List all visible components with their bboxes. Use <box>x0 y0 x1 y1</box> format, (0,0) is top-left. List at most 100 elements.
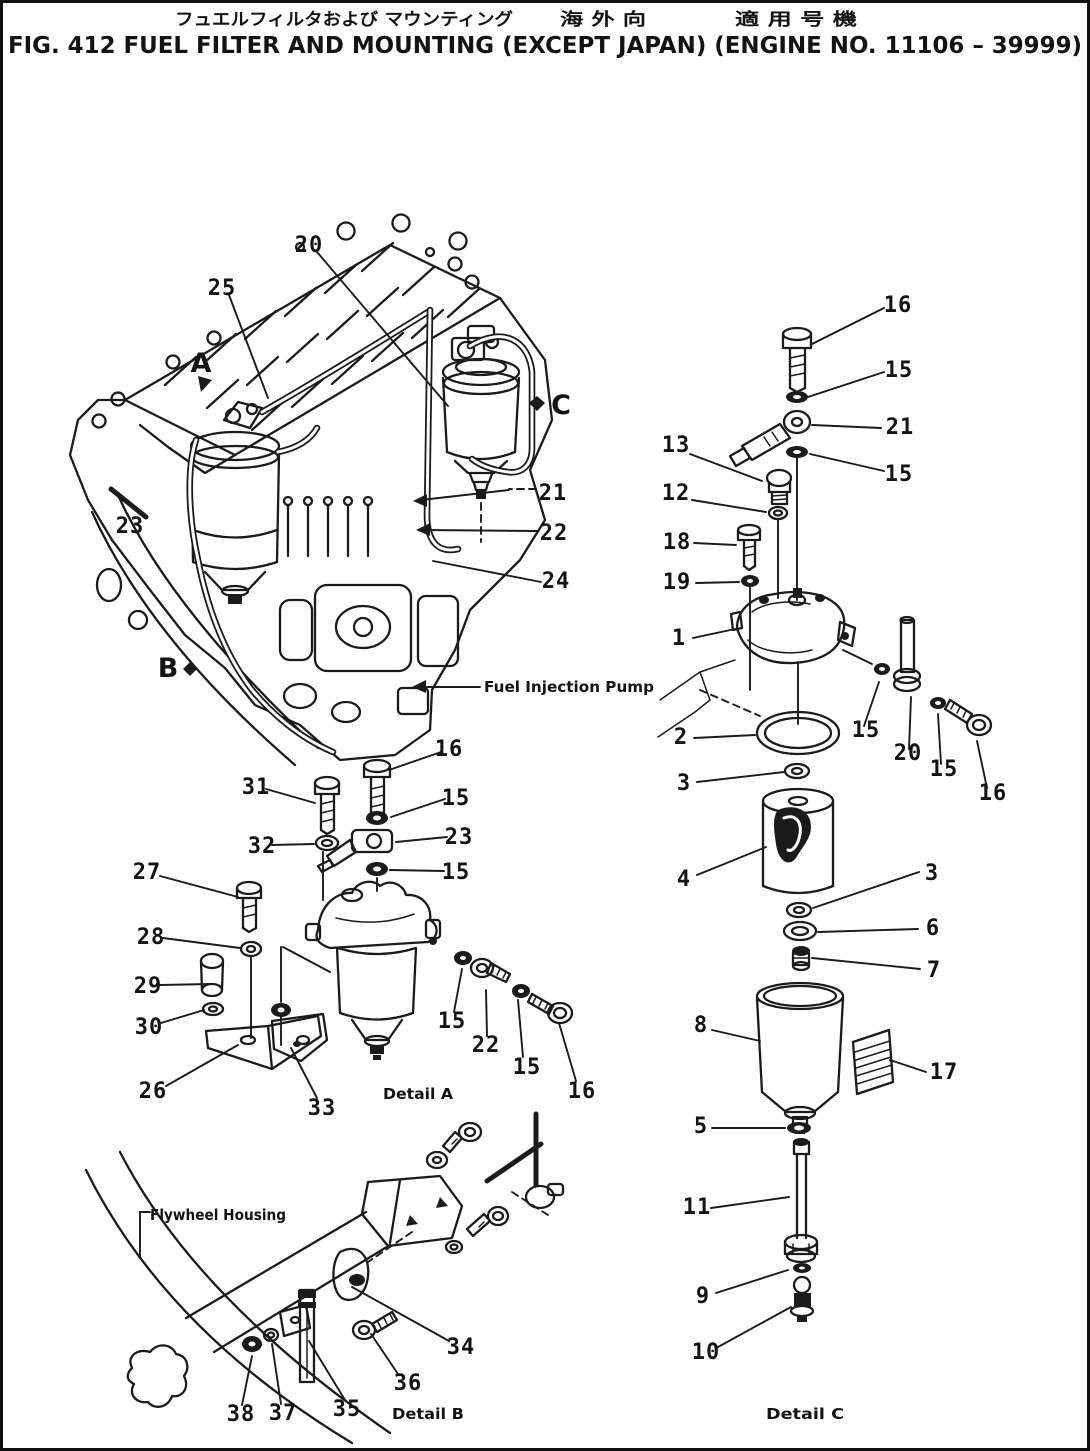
callout-6: 6 <box>926 916 940 941</box>
fuel-pipes <box>186 306 536 756</box>
bracket-part26 <box>204 1014 323 1071</box>
bracket-part33 <box>270 1012 329 1063</box>
view-b-arrow <box>183 662 197 676</box>
bolt-part31 <box>313 775 341 836</box>
detail-a-label: Detail A <box>383 1085 453 1103</box>
leader-lines <box>108 251 988 1406</box>
callout-30: 30 <box>135 1015 164 1040</box>
callout-17: 17 <box>930 1060 959 1085</box>
callout-20-b: 20 <box>894 741 923 766</box>
ring-part3-b <box>785 901 813 919</box>
callout-20-engine: 20 <box>295 233 324 258</box>
callout-15-f: 15 <box>885 462 914 487</box>
plug-part13 <box>765 468 793 506</box>
callouts: 20 25 23 21 22 24 A B C Fuel Injection P… <box>116 233 1008 1427</box>
callout-28: 28 <box>137 925 166 950</box>
callout-21-b: 21 <box>886 415 915 440</box>
title-japanese: フュエルフィルタおよび マウンティング <box>175 9 513 30</box>
clamp-part34 <box>332 1247 370 1302</box>
callout-12: 12 <box>662 481 691 506</box>
head-bolts <box>91 213 480 429</box>
callout-13: 13 <box>662 433 691 458</box>
callout-4: 4 <box>677 867 691 892</box>
fuel-injection-pump-label: Fuel Injection Pump <box>484 678 654 696</box>
bolt-part36 <box>351 1310 399 1341</box>
ring-part3-a <box>783 762 811 780</box>
callout-25: 25 <box>208 276 237 301</box>
callout-27: 27 <box>133 860 162 885</box>
callout-16-c: 16 <box>884 293 913 318</box>
washer-part37 <box>262 1327 280 1343</box>
engine-assembly-drawing <box>68 213 554 767</box>
callout-16-a: 16 <box>435 737 464 762</box>
callout-8: 8 <box>694 1013 708 1038</box>
washer-part32 <box>314 834 340 852</box>
mounting-hardware-right <box>454 951 574 1025</box>
callout-10: 10 <box>692 1340 721 1365</box>
callout-9: 9 <box>696 1284 710 1309</box>
detail-a-assembly-drawing <box>199 758 574 1071</box>
view-c-arrow <box>529 396 545 411</box>
callout-7: 7 <box>927 958 941 983</box>
callout-22-b: 22 <box>472 1033 501 1058</box>
callout-32: 32 <box>248 834 277 859</box>
title-japanese-serial: 適 用 号 機 <box>735 9 857 30</box>
sleeve-part35 <box>298 1288 316 1384</box>
callout-19: 19 <box>663 570 692 595</box>
bracket-small <box>278 1303 312 1338</box>
priming-pump-hardware <box>842 615 993 737</box>
flywheel-housing-label: Flywheel Housing <box>150 1206 286 1224</box>
callout-15-a: 15 <box>442 786 471 811</box>
washer-part6 <box>782 920 818 942</box>
callout-38: 38 <box>227 1402 256 1427</box>
spacer-part29 <box>199 952 225 998</box>
view-marker-b: B <box>158 653 179 684</box>
detail-b-hardware <box>367 1111 565 1263</box>
valve-part7 <box>791 946 811 972</box>
view-marker-a: A <box>191 348 212 379</box>
callout-3-a: 3 <box>677 771 691 796</box>
callout-3-b: 3 <box>925 861 939 886</box>
callout-15-g: 15 <box>852 718 881 743</box>
washer-part30 <box>201 1001 225 1017</box>
bracket-plate <box>360 1174 464 1248</box>
valve-part10 <box>789 1275 815 1322</box>
callout-16-d: 16 <box>979 781 1008 806</box>
callout-23-b: 23 <box>445 825 474 850</box>
fuel-filter-detail-a <box>304 880 442 1060</box>
callout-11: 11 <box>683 1195 712 1220</box>
callout-16-b: 16 <box>568 1079 597 1104</box>
callout-15-b: 15 <box>442 860 471 885</box>
callout-33: 33 <box>308 1096 337 1121</box>
bolt-part27 <box>235 880 263 934</box>
joint-part21 <box>728 409 812 468</box>
bolt-part18 <box>736 523 762 572</box>
housing-opening <box>126 1344 189 1408</box>
callout-22-engine: 22 <box>540 521 569 546</box>
callout-31: 31 <box>242 775 271 800</box>
callout-5: 5 <box>694 1114 708 1139</box>
plate-part17 <box>851 1028 895 1096</box>
detail-c-label: Detail C <box>766 1405 844 1423</box>
bolt-part16-c <box>781 326 813 394</box>
filter-cover-part1 <box>729 588 857 665</box>
oring-part2 <box>755 710 841 756</box>
tube-part11 <box>783 1138 819 1264</box>
callout-36: 36 <box>394 1371 423 1396</box>
callout-1: 1 <box>672 626 686 651</box>
callout-35: 35 <box>333 1397 362 1422</box>
callout-15-e: 15 <box>885 358 914 383</box>
detail-b-label: Detail B <box>392 1405 464 1423</box>
callout-34: 34 <box>447 1335 476 1360</box>
callout-15-d: 15 <box>513 1055 542 1080</box>
title-japanese-market: 海 外 向 <box>560 9 646 30</box>
title-block: フュエルフィルタおよび マウンティング 海 外 向 適 用 号 機 FIG. 4… <box>8 9 1082 59</box>
filter-element-part4 <box>761 787 835 895</box>
callout-15-h: 15 <box>930 757 959 782</box>
injection-pump <box>278 495 460 724</box>
callout-37: 37 <box>269 1401 298 1426</box>
view-marker-c: C <box>551 390 571 421</box>
